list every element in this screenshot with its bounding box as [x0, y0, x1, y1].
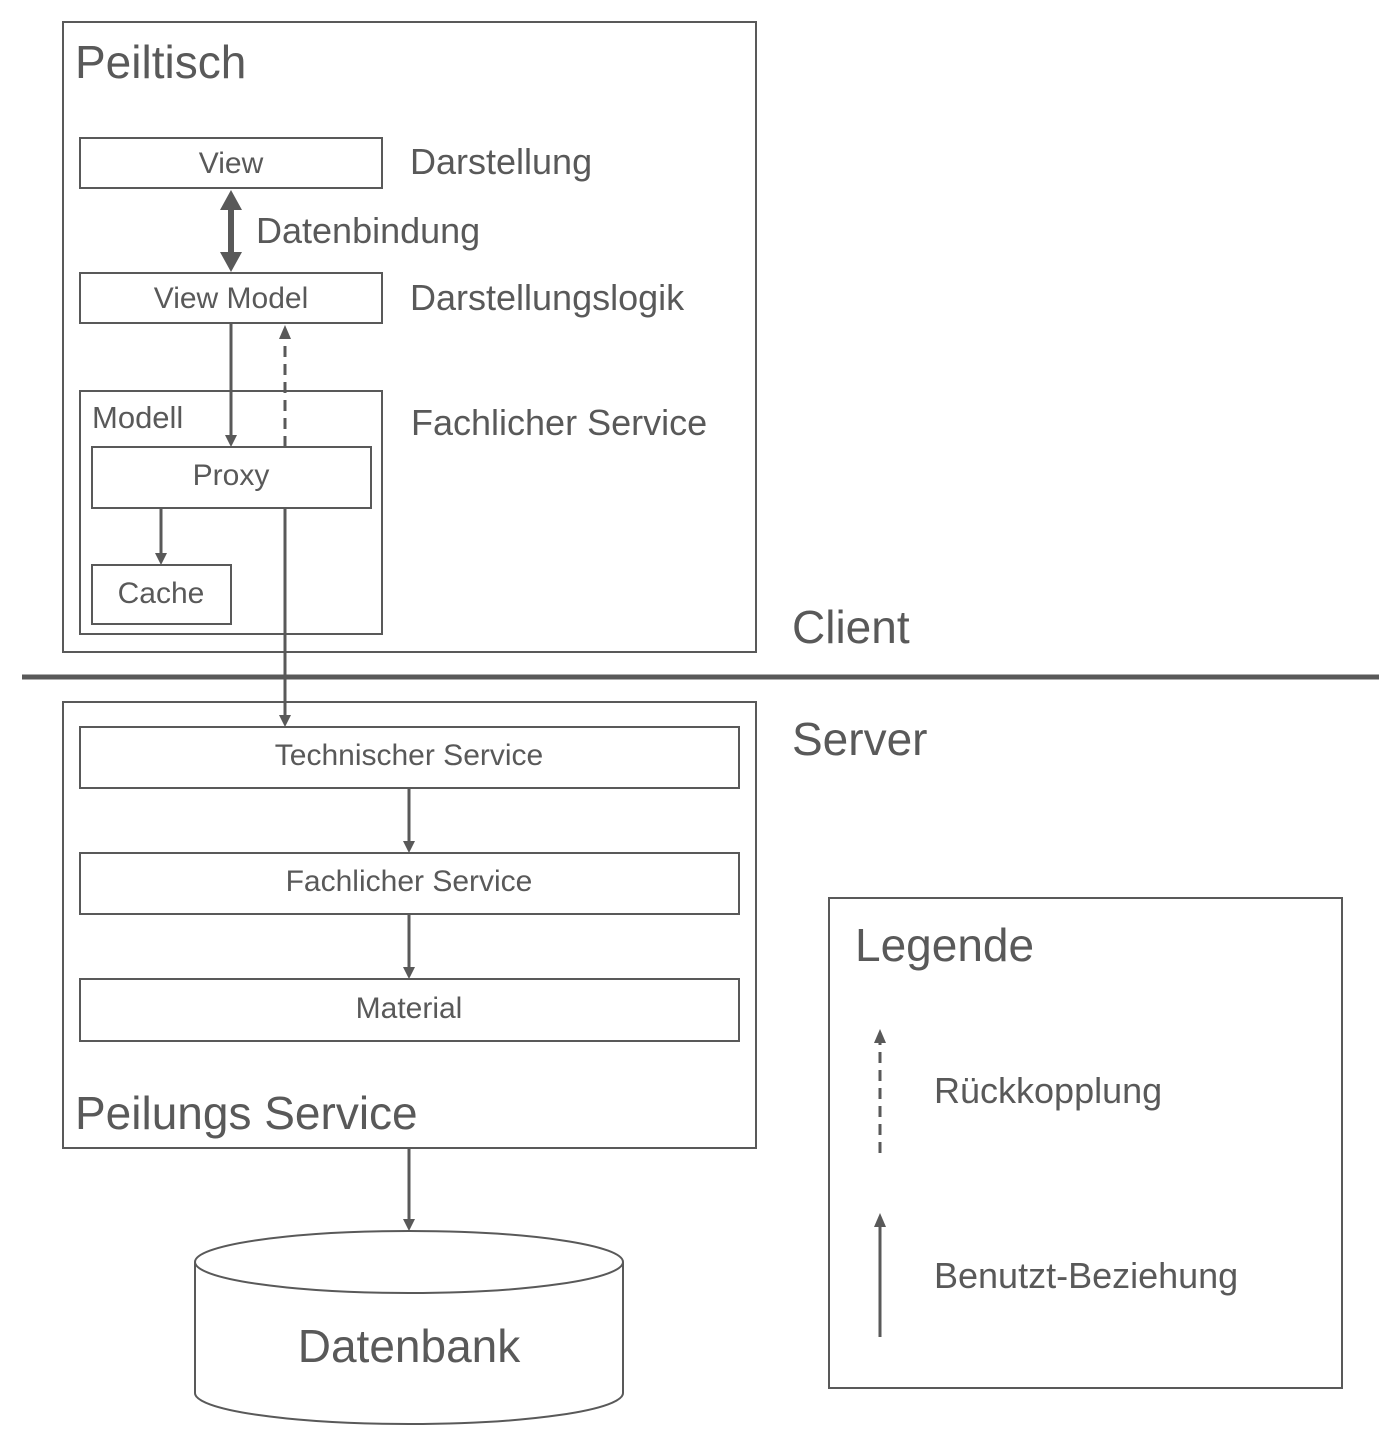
modell-label: Modell [92, 400, 183, 435]
vm-to-proxy-arrowhead [225, 435, 237, 447]
material-label: Material [356, 992, 463, 1025]
view-model-label: View Model [154, 282, 309, 315]
legend-title: Legende [855, 919, 1034, 971]
cache-label: Cache [118, 577, 205, 610]
datenbank-cylinder [194, 1230, 624, 1425]
datenbank-body [194, 1262, 624, 1425]
proxy-label: Proxy [193, 459, 270, 492]
binding-arrowhead-up [220, 190, 242, 210]
proxy-to-technischer-service-arrowhead [279, 715, 291, 727]
service-to-db-arrowhead [403, 1219, 415, 1231]
fachlicher-service-label: Fachlicher Service [286, 865, 533, 898]
modell-role-label: Fachlicher Service [411, 402, 707, 443]
view-model-box [79, 272, 383, 324]
client-zone-label: Client [792, 601, 910, 653]
fach-to-material-arrowhead [403, 967, 415, 979]
binding-label: Datenbindung [256, 210, 480, 251]
legend-solid-arrowhead [874, 1213, 886, 1227]
material-box [79, 978, 740, 1042]
legend-dashed-arrowhead [874, 1029, 886, 1043]
peilungs-service-title: Peilungs Service [75, 1087, 418, 1139]
legend-solid-label: Benutzt-Beziehung [934, 1255, 1238, 1296]
legend-dashed-label: Rückkopplung [934, 1070, 1162, 1111]
peiltisch-frame [62, 21, 757, 653]
peiltisch-title: Peiltisch [75, 36, 246, 88]
view-role-label: Darstellung [410, 141, 592, 182]
cache-box [91, 564, 232, 625]
view-model-role-label: Darstellungslogik [410, 277, 685, 318]
binding-arrowhead-down [220, 252, 242, 272]
proxy-to-cache-arrowhead [155, 553, 167, 565]
tech-to-fach-arrowhead [403, 841, 415, 853]
proxy-to-vm-feedback-arrowhead [279, 325, 291, 339]
legend-box [828, 897, 1343, 1389]
view-label: View [199, 147, 264, 180]
technischer-service-label: Technischer Service [275, 739, 543, 772]
datenbank-label: Datenbank [298, 1320, 521, 1372]
view-box [79, 137, 383, 189]
datenbank-top [194, 1230, 624, 1294]
proxy-box [91, 446, 372, 509]
fachlicher-service-box [79, 852, 740, 915]
server-zone-label: Server [792, 713, 927, 765]
